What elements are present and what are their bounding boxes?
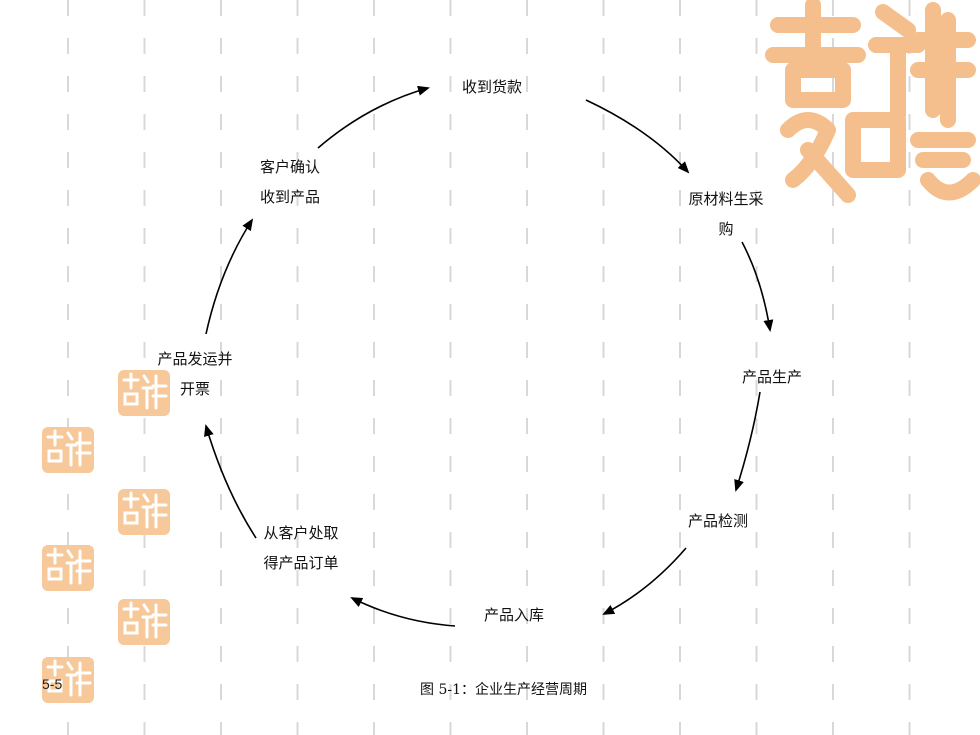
node-customer-confirm: 客户确认 收到产品 [240,152,340,212]
arrow-inspection-to-warehousing [602,547,687,615]
node-label-line: 收到货款 [462,78,523,96]
node-label-line: 开票 [179,380,210,398]
arrow-purchase-to-production [741,241,774,332]
node-label-line: 得产品订单 [263,554,339,572]
node-ship-invoice: 产品发运并 开票 [140,344,250,404]
arrow-confirm-to-payment [317,85,430,149]
cycle-arrows [204,85,774,627]
node-label-line: 收到产品 [259,188,320,206]
seal-stamp-icon [116,487,172,537]
arrow-order-to-shipping [204,424,257,539]
arrow-shipping-to-confirm [205,218,254,335]
node-label-line: 产品检测 [688,512,749,530]
node-inspection: 产品检测 [688,506,748,536]
node-label-line: 从客户处取 [263,524,339,542]
seal-stamp-icon [116,597,172,647]
arrow-payment-to-purchase [585,99,690,174]
slide-number: 5-5 [42,676,63,692]
seal-stamp-icon [40,543,96,593]
node-label-line: 产品发运并 [157,350,233,368]
arrow-production-to-inspection [734,391,761,492]
node-label-line: 原材料生采 [688,190,764,208]
node-label-line: 产品生产 [742,368,803,386]
seal-stamp-icon [40,425,96,475]
auspicious-seal-icon [765,0,980,203]
node-warehousing: 产品入库 [484,600,544,630]
seal-stamp-icon [40,655,96,705]
node-label-line: 客户确认 [259,158,320,176]
node-receive-payment: 收到货款 [462,72,522,102]
node-label-line: 产品入库 [484,606,545,624]
node-purchase-materials: 原材料生采 购 [676,184,776,244]
node-get-order: 从客户处取 得产品订单 [246,518,356,578]
figure-caption: 图 5-1：企业生产经营周期 [420,682,587,698]
arrow-warehousing-to-order [350,597,456,627]
node-production: 产品生产 [742,362,802,392]
node-label-line: 购 [718,220,734,238]
seal-stamp-icon [116,368,172,418]
